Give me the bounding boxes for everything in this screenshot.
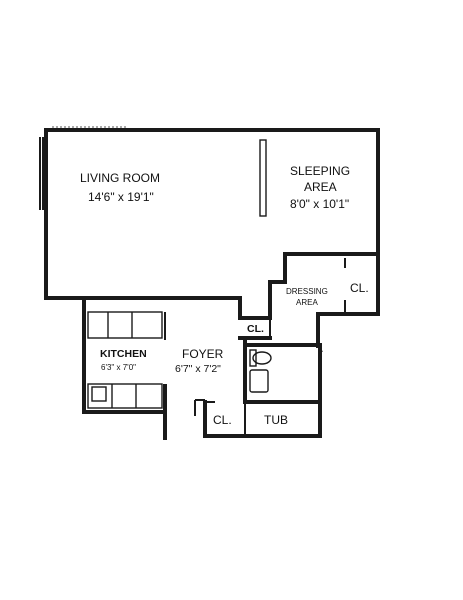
partition-column <box>259 139 267 217</box>
foyer-size: 6'7" x 7'2" <box>175 363 221 375</box>
kitchen-walls <box>82 296 167 440</box>
kitchen-label: KITCHEN <box>100 348 147 360</box>
closet-bath-label: CL. <box>213 413 232 427</box>
partition <box>259 139 267 217</box>
sleeping-area-label-2: AREA <box>304 180 337 194</box>
kitchen-size: 6'3" x 7'0" <box>101 363 136 372</box>
sleeping-area-size: 8'0" x 10'1" <box>290 197 349 211</box>
bath-door-mark <box>317 345 323 353</box>
closet-bath <box>203 400 215 438</box>
kitchen-upper-counter <box>87 311 163 339</box>
labels: LIVING ROOM 14'6" x 19'1" SLEEPING AREA … <box>80 164 369 427</box>
closet-foyer-label: CL. <box>247 323 264 335</box>
outer-walls <box>39 126 380 300</box>
foyer-walls <box>194 345 323 416</box>
kitchen-lower-counter <box>87 383 163 409</box>
kitchen-stove <box>91 386 107 402</box>
dressing-area-label-2: AREA <box>296 298 318 307</box>
bathroom <box>203 336 322 438</box>
sleeping-area-label-1: SLEEPING <box>290 164 350 178</box>
dressing-walls <box>268 252 380 348</box>
toilet-bowl <box>252 351 272 365</box>
tub-label: TUB <box>264 413 288 427</box>
closet-dressing-label: CL. <box>350 281 369 295</box>
foyer-label: FOYER <box>182 347 224 361</box>
living-room-label: LIVING ROOM <box>80 171 160 185</box>
dressing-area-label-1: DRESSING <box>286 287 328 296</box>
living-room-size: 14'6" x 19'1" <box>88 190 154 204</box>
toilet-tank <box>249 349 257 367</box>
sink <box>249 369 269 393</box>
